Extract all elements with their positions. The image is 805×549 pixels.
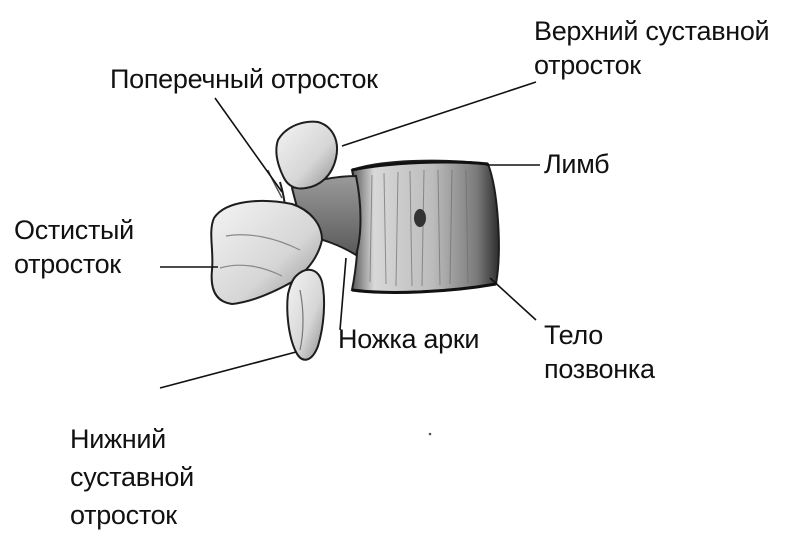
label-transverse-process: Поперечный отросток	[110, 62, 378, 96]
label-superior-articular: Верхний суставной отросток	[534, 14, 769, 82]
dot-mark	[429, 433, 432, 436]
label-spinous-process: Остистый отросток	[14, 213, 134, 281]
label-pedicle: Ножка арки	[338, 322, 479, 356]
vertebral-body-shape	[352, 161, 499, 293]
inferior-articular-shape	[287, 270, 324, 360]
label-limbus: Лимб	[544, 147, 609, 181]
label-vertebral-body: Тело позвонка	[544, 318, 655, 386]
leader-body	[490, 278, 536, 320]
leader-transverse	[215, 98, 282, 192]
leader-pedicle	[340, 258, 346, 330]
label-inferior-articular: Нижний суставной отросток	[70, 420, 194, 534]
leader-inferior-articular	[160, 352, 296, 388]
